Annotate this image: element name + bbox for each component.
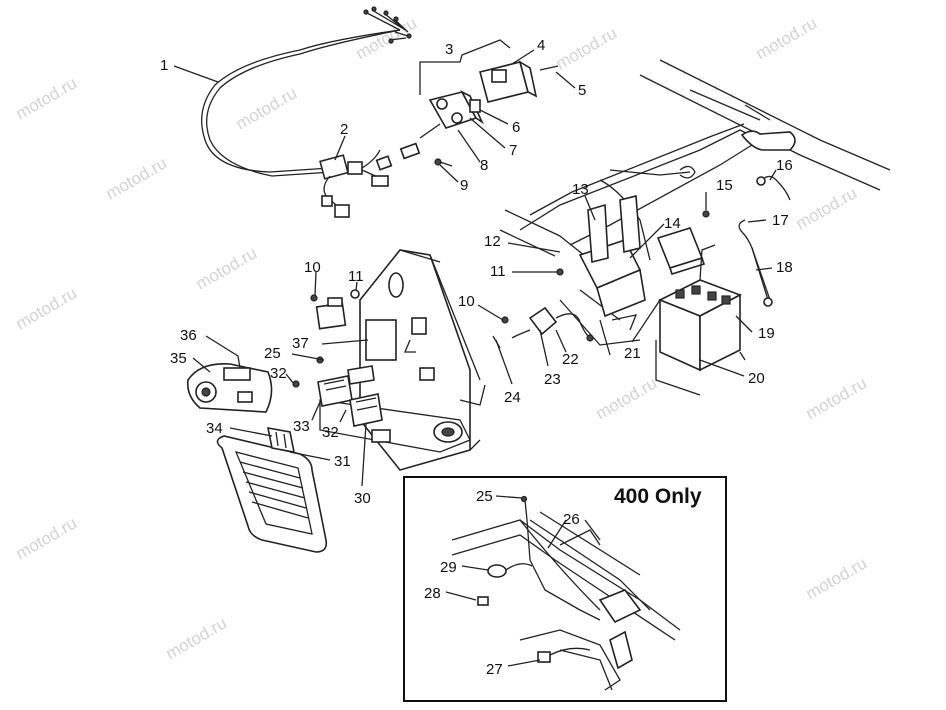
callout-27: 27 — [486, 661, 503, 678]
callout-23: 23 — [544, 371, 561, 388]
callout-25b: 25 — [476, 488, 493, 505]
taillight-assembly — [399, 60, 559, 167]
callout-9: 9 — [460, 177, 468, 194]
callout-3: 3 — [445, 41, 453, 58]
callout-34: 34 — [206, 420, 223, 437]
callout-11a: 11 — [348, 268, 364, 285]
watermark-text: motod.ru — [13, 283, 81, 333]
watermark-text: motod.ru — [553, 23, 621, 73]
callout-26: 26 — [563, 511, 580, 528]
callout-15: 15 — [716, 177, 733, 194]
frame-structure — [499, 59, 891, 356]
callout-7: 7 — [509, 142, 517, 159]
callout-35: 35 — [170, 350, 187, 367]
callout-30: 30 — [354, 490, 371, 507]
callout-29: 29 — [440, 559, 457, 576]
modules-group — [186, 356, 383, 427]
electrical-mount-plate — [310, 249, 594, 471]
watermark-text: motod.ru — [593, 373, 661, 423]
callout-24: 24 — [504, 389, 521, 406]
watermark-text: motod.ru — [163, 613, 231, 663]
watermark-text: motod.ru — [793, 183, 861, 233]
callout-12: 12 — [484, 233, 501, 250]
callout-8: 8 — [480, 157, 488, 174]
callout-25a: 25 — [264, 345, 281, 362]
callout-17: 17 — [772, 212, 789, 229]
callout-6: 6 — [512, 119, 520, 136]
watermark-text: motod.ru — [753, 13, 821, 63]
battery-cables — [702, 175, 791, 307]
callout-33: 33 — [293, 418, 310, 435]
callout-18: 18 — [776, 259, 793, 276]
callout-22: 22 — [562, 351, 579, 368]
callout-1: 1 — [160, 57, 168, 74]
callout-14: 14 — [664, 215, 681, 232]
callout-21: 21 — [624, 345, 641, 362]
callout-19: 19 — [758, 325, 775, 342]
callout-4: 4 — [537, 37, 545, 54]
watermark-text: motod.ru — [803, 553, 871, 603]
inset-border — [403, 476, 727, 702]
callout-2: 2 — [340, 121, 348, 138]
callout-16: 16 — [776, 157, 793, 174]
battery — [655, 244, 746, 396]
grille-guard — [216, 427, 328, 553]
callout-5: 5 — [578, 82, 586, 99]
watermark-text: motod.ru — [13, 73, 81, 123]
callout-10b: 10 — [458, 293, 475, 310]
inset-panel: 400 Only — [403, 476, 727, 702]
watermark-text: motod.ru — [193, 243, 261, 293]
watermark-text: motod.ru — [13, 513, 81, 563]
callout-36: 36 — [180, 327, 197, 344]
callout-20: 20 — [748, 370, 765, 387]
callout-32a: 32 — [270, 365, 287, 382]
callout-37: 37 — [292, 335, 309, 352]
callout-32b: 32 — [322, 424, 339, 441]
watermark-text: motod.ru — [233, 83, 301, 133]
inset-title: 400 Only — [614, 485, 702, 508]
leader-lines — [173, 39, 777, 667]
callout-10a: 10 — [304, 259, 321, 276]
callout-13: 13 — [572, 181, 589, 198]
callout-28: 28 — [424, 585, 441, 602]
watermark-text: motod.ru — [803, 373, 871, 423]
callout-labels: 1 2 3 4 5 6 7 8 9 10 11 10 11 12 13 14 1… — [160, 37, 793, 678]
callout-31: 31 — [334, 453, 351, 470]
callout-11b: 11 — [490, 263, 506, 280]
watermark-text: motod.ru — [103, 153, 171, 203]
wiring-harness — [201, 6, 412, 218]
